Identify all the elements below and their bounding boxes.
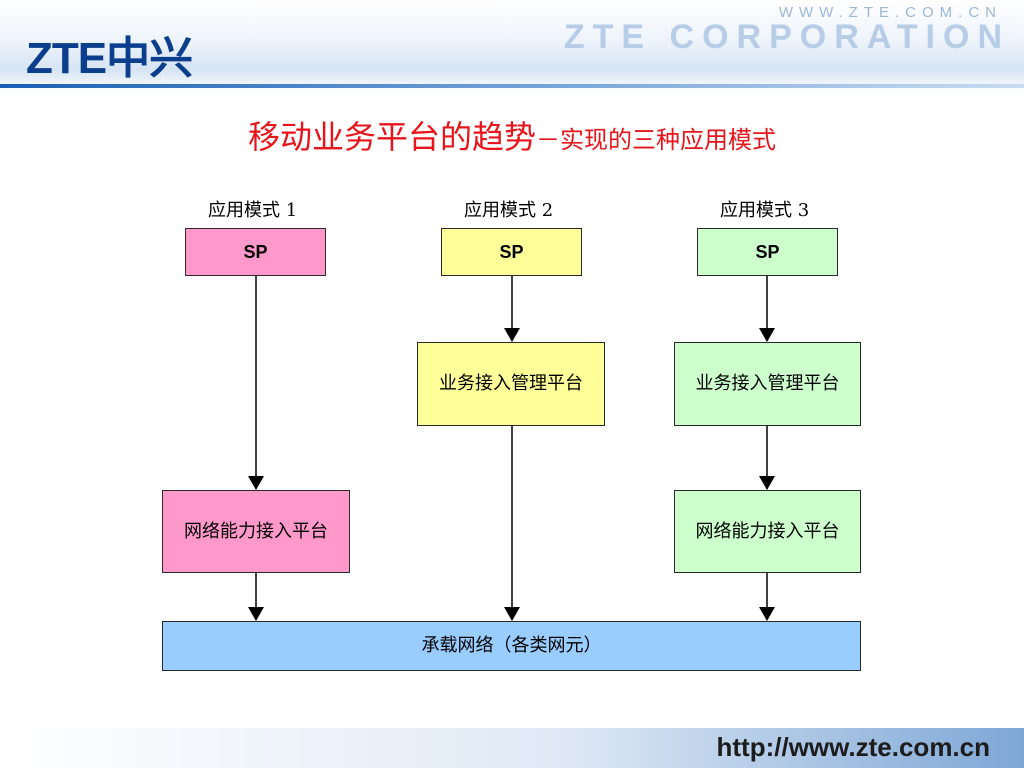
title-separator: － — [536, 126, 560, 154]
arrowhead-m2-bearer — [504, 607, 520, 621]
bearer-network-box: 承载网络（各类网元） — [162, 621, 861, 671]
mode-3-service-line2: 管理平台 — [767, 373, 840, 394]
mode-3-label: 应用模式 3 — [720, 200, 810, 221]
arrowhead-m3-bearer — [759, 607, 775, 621]
mode-3-service-line1: 业务接入 — [695, 373, 768, 394]
mode-2-label: 应用模式 2 — [464, 200, 554, 221]
zte-logo: ZTE中兴 — [26, 34, 193, 83]
mode-2-service-line2: 管理平台 — [511, 373, 583, 394]
mode-1-network-line1: 网络能力 — [184, 520, 256, 542]
arrowhead-m1-bearer — [248, 607, 264, 621]
mode-3-sp-box: SP — [697, 228, 838, 276]
footer-url: http://www.zte.com.cn — [716, 732, 990, 762]
footer-band — [0, 728, 1024, 768]
mode-3-network-line1: 网络能力 — [695, 520, 768, 542]
mode-1-sp-box: SP — [185, 228, 326, 276]
mode-3-network-line2: 接入平台 — [767, 520, 840, 542]
mode-2-sp-box: SP — [441, 228, 582, 276]
arrowhead-m3-service — [759, 328, 775, 342]
arrowhead-m1-network — [248, 476, 264, 490]
mode-3-service-platform-box: 业务接入 管理平台 — [674, 342, 861, 426]
header-banner — [0, 0, 1024, 92]
corp-url-watermark: WWW.ZTE.COM.CN — [778, 4, 1002, 21]
mode-1-network-line2: 接入平台 — [256, 520, 328, 542]
mode-2-service-line1: 业务接入 — [439, 373, 511, 394]
title-sub: 实现的三种应用模式 — [560, 126, 776, 154]
corp-name-watermark: ZTE CORPORATION — [563, 18, 1010, 56]
slide-title: 移动业务平台的趋势－实现的三种应用模式 — [0, 112, 1024, 158]
mode-2-service-platform-box: 业务接入 管理平台 — [417, 342, 605, 426]
header-stripe — [0, 84, 1024, 88]
title-main: 移动业务平台的趋势 — [247, 118, 536, 156]
arrowhead-m3-network — [759, 476, 775, 490]
mode-3-network-platform-box: 网络能力 接入平台 — [674, 490, 861, 573]
arrowhead-m2-service — [504, 328, 520, 342]
mode-1-network-platform-box: 网络能力 接入平台 — [162, 490, 350, 573]
mode-1-label: 应用模式 1 — [208, 200, 298, 221]
